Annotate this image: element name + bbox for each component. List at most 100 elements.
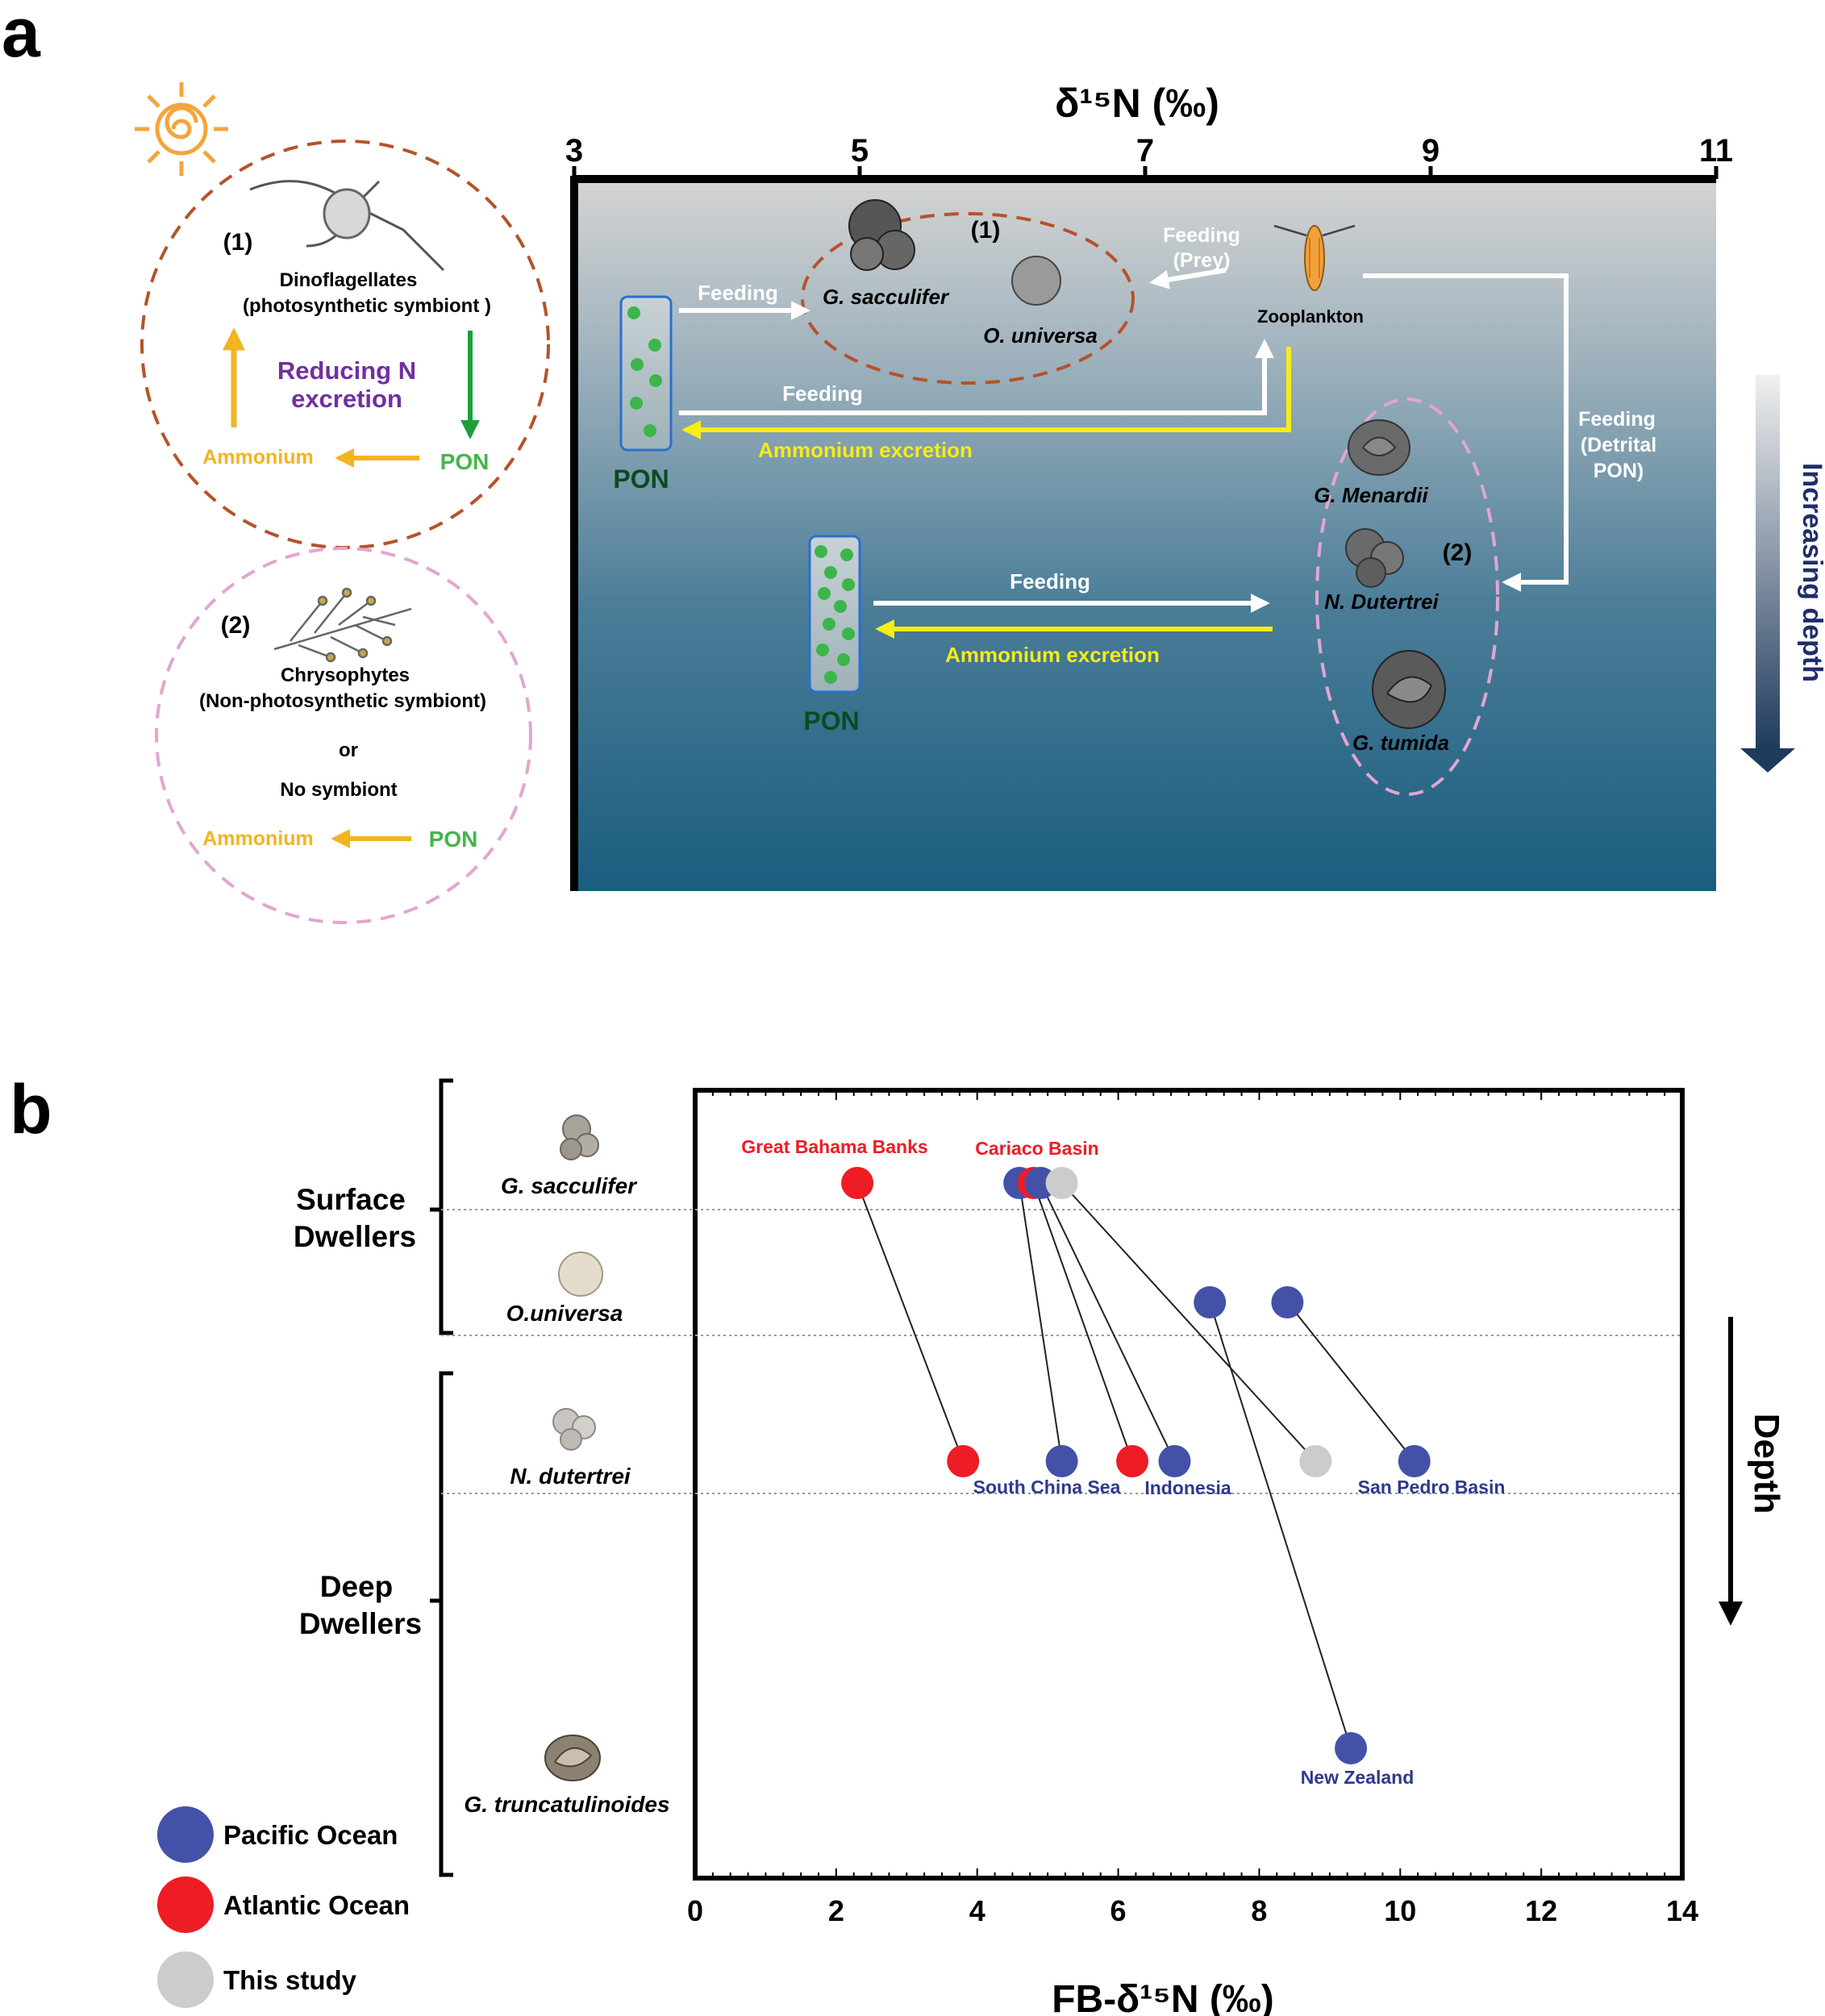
circle-1-number: (1)	[223, 229, 253, 256]
data-point	[1116, 1445, 1149, 1477]
panel-a-label: a	[2, 0, 41, 72]
circle-1-ammonium: Ammonium	[202, 446, 314, 469]
g-menardii-shell-icon	[1348, 419, 1410, 476]
x-tick-label: 8	[1251, 1894, 1267, 1927]
surface-bracket	[430, 1078, 453, 1335]
increasing-depth-bar	[1756, 375, 1780, 750]
axis-a-tick-label: 5	[851, 133, 869, 169]
o-universa-icon	[558, 1252, 603, 1297]
feeding-detrital-label-1: Feeding	[1578, 408, 1656, 431]
no-symbiont-label: No symbiont	[280, 779, 397, 801]
n-dutertrei-label: N. Dutertrei	[1324, 589, 1439, 614]
feeding-detrital-label-2: (Detrital	[1581, 434, 1656, 456]
connector-line	[1032, 1182, 1133, 1462]
site-label: South China Sea	[973, 1477, 1121, 1497]
axis-a-tick-label: 11	[1699, 133, 1733, 169]
o-universa-label: O. universa	[983, 323, 1098, 348]
feeding-prey-label-1: Feeding	[1163, 224, 1240, 247]
legend-swatch	[157, 1876, 214, 1933]
legend-swatch	[157, 1806, 214, 1863]
data-points	[841, 1167, 1431, 1764]
deep-dwellers-label-1: Deep	[320, 1570, 393, 1603]
species-label: N. dutertrei	[510, 1464, 631, 1489]
pon-particles-bottom	[815, 545, 855, 684]
x-axis-title: FB-δ¹⁵N (‰)	[1052, 1978, 1274, 2016]
g-sacculifer-icon	[560, 1114, 599, 1160]
g-truncatulinoides-icon	[544, 1735, 601, 1781]
x-tick-label: 4	[969, 1894, 985, 1927]
o-universa-shell-icon	[1011, 256, 1061, 306]
surface-dwellers-label-2: Dwellers	[294, 1220, 416, 1253]
legend-swatch	[157, 1951, 214, 2008]
chrysophytes-label: Chrysophytes	[281, 664, 410, 686]
grid-lines	[441, 1209, 1682, 1494]
legend-label: Pacific Ocean	[223, 1820, 398, 1850]
surface-dwellers-label-1: Surface	[296, 1183, 406, 1216]
connector-line	[1209, 1302, 1352, 1749]
x-tick-label: 0	[687, 1894, 703, 1927]
n-dutertrei-shell-icon	[1345, 528, 1404, 588]
site-label: Indonesia	[1144, 1477, 1231, 1498]
deep-bracket	[430, 1371, 453, 1877]
data-point	[1398, 1445, 1431, 1477]
connector-line	[1019, 1182, 1063, 1462]
feeding-prey-label-2: (Prey)	[1173, 249, 1231, 272]
x-tick-label: 10	[1384, 1894, 1416, 1927]
group-1-number: (1)	[971, 217, 1001, 244]
pon-bottom-label: PON	[803, 706, 859, 735]
data-point	[1194, 1286, 1227, 1318]
site-label: Great Bahama Banks	[741, 1136, 927, 1157]
data-point	[1299, 1445, 1332, 1477]
connector-line	[1286, 1302, 1415, 1462]
data-point	[1271, 1286, 1304, 1318]
chrysophytes-desc: (Non-photosynthetic symbiont)	[199, 690, 486, 712]
connector-line	[856, 1182, 965, 1462]
dinoflagellates-label: Dinoflagellates	[280, 269, 418, 291]
feeding-bottom-label: Feeding	[1010, 569, 1090, 594]
depth-label: Depth	[1747, 1414, 1786, 1514]
feeding-prey-arrow	[1149, 268, 1227, 289]
n-dutertrei-icon	[552, 1408, 596, 1451]
g-sacculifer-shell-icon	[848, 199, 915, 271]
connector-line	[1040, 1182, 1176, 1462]
x-tick-label: 12	[1525, 1894, 1557, 1927]
data-point	[1045, 1167, 1078, 1199]
panel-b-label: b	[10, 1071, 52, 1148]
panel-a-axis-title: δ¹⁵N (‰)	[1055, 81, 1219, 126]
x-minor-ticks	[694, 1090, 1683, 1878]
connector-line	[1060, 1182, 1317, 1462]
site-label: Cariaco Basin	[975, 1138, 1098, 1159]
ammonium-excretion-top-arrow	[681, 347, 1291, 439]
pon-box-top	[619, 295, 673, 452]
ammonium-excretion-bottom-label: Ammonium excretion	[945, 643, 1160, 667]
g-tumida-label: G. tumida	[1352, 731, 1449, 755]
zooplankton-icon	[1273, 224, 1356, 291]
zooplankton-label: Zooplankton	[1257, 306, 1364, 327]
reducing-n-label-2: excretion	[291, 385, 402, 413]
species-label: G. sacculifer	[501, 1173, 638, 1198]
data-point	[841, 1167, 874, 1199]
deep-dwellers-label-2: Dwellers	[299, 1607, 422, 1640]
feeding-mid-label: Feeding	[782, 381, 863, 406]
data-point	[1158, 1445, 1191, 1477]
water-column	[574, 179, 1716, 891]
x-tick-label: 6	[1110, 1894, 1127, 1927]
data-point	[947, 1445, 980, 1477]
data-point	[1335, 1732, 1368, 1764]
x-tick-label: 14	[1666, 1894, 1698, 1927]
feeding-top-label: Feeding	[698, 281, 778, 305]
chrysophyte-icon	[273, 587, 412, 663]
axis-a-tick-label: 7	[1136, 133, 1154, 169]
circle-2-non-photosynthetic	[155, 547, 532, 924]
feeding-detrital-label-3: PON)	[1594, 460, 1644, 482]
species-label: G. truncatulinoides	[464, 1792, 669, 1817]
or-label: or	[339, 739, 358, 761]
dinoflagellates-desc: (photosynthetic symbiont )	[243, 295, 491, 317]
group-2-number: (2)	[1443, 539, 1473, 566]
